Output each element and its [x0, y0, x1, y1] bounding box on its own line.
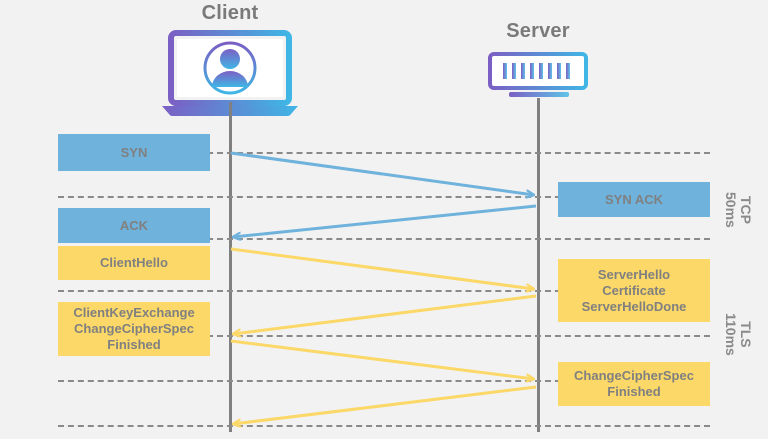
timeline-row-7 [58, 425, 710, 427]
message-box-ack[interactable]: ACK [58, 208, 210, 243]
message-label-server-hello-3: ServerHelloDone [581, 298, 687, 314]
server-finished-arrow [233, 385, 537, 424]
timeline-row-1 [58, 152, 710, 154]
client-lifeline [229, 102, 232, 432]
timeline-row-2 [58, 196, 710, 198]
message-box-syn[interactable]: SYN [58, 134, 210, 171]
message-label-server-change-cipher-2: Finished [607, 384, 661, 399]
message-label-client-key-exchange-2: ChangeCipherSpec [74, 321, 194, 336]
phase-label-tcp: TCP 50ms [723, 192, 754, 228]
message-label-server-hello-2: Certificate [602, 282, 666, 298]
message-box-syn-ack[interactable]: SYN ACK [558, 182, 710, 217]
client-hello-arrow [230, 247, 534, 289]
timeline-row-6 [58, 380, 710, 382]
client-key-exchange-arrow [230, 339, 534, 379]
syn-ack-arrow [233, 204, 537, 237]
message-label-client-key-exchange-1: ClientKeyExchange [73, 305, 195, 320]
timeline-row-5 [58, 335, 710, 337]
message-box-server-change-cipher[interactable]: ChangeCipherSpec Finished [558, 362, 710, 406]
syn-arrow [230, 151, 534, 195]
message-box-client-hello[interactable]: ClientHello [58, 246, 210, 280]
message-label-syn-ack: SYN ACK [604, 191, 664, 207]
server-lifeline [537, 98, 540, 432]
timeline-row-3 [58, 238, 710, 240]
phase-duration-tls: 110ms [723, 313, 739, 356]
message-label-server-hello-1: ServerHello [597, 266, 671, 282]
phase-name-tcp: TCP [738, 195, 754, 224]
phase-name-tls: TLS [738, 321, 754, 348]
client-title: Client [201, 2, 259, 24]
message-label-ack: ACK [119, 217, 149, 233]
server-rack-icon [487, 52, 589, 102]
server-hello-arrow [233, 294, 537, 334]
timeline-row-4 [58, 290, 710, 292]
message-label-server-change-cipher-1: ChangeCipherSpec [574, 368, 694, 383]
message-label-client-key-exchange-3: Finished [107, 337, 161, 352]
phase-duration-tcp: 50ms [723, 192, 739, 228]
message-label-client-hello: ClientHello [100, 255, 168, 270]
message-box-server-hello[interactable]: ServerHello Certificate ServerHelloDone [558, 259, 710, 322]
message-label-syn: SYN [120, 144, 148, 160]
server-title: Server [506, 20, 570, 42]
phase-label-tls: TLS 110ms [723, 313, 754, 356]
message-box-client-key-exchange[interactable]: ClientKeyExchange ChangeCipherSpec Finis… [58, 302, 210, 356]
